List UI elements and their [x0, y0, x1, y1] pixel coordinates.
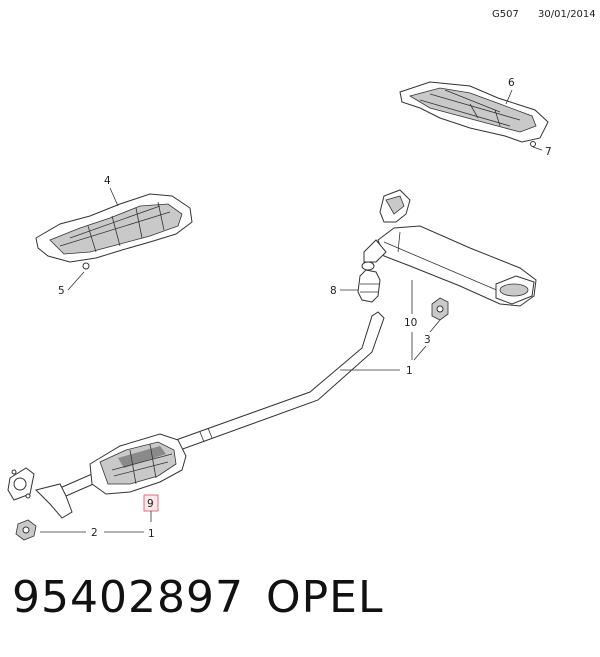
brand-name: OPEL [266, 572, 384, 623]
callout-1a: 1 [340, 365, 413, 377]
callout-6: 6 [505, 77, 515, 105]
callout-3-label: 3 [424, 334, 431, 346]
exhaust-pipe[interactable] [35, 311, 385, 519]
callout-2-label: 2 [91, 527, 98, 539]
diagram-code: G507 [492, 9, 519, 20]
front-flange[interactable] [7, 467, 35, 501]
rubber-hanger[interactable] [431, 297, 449, 321]
callout-9-label: 9 [147, 498, 154, 510]
callout-1b-label: 1 [148, 528, 155, 540]
callout-8-label: 8 [330, 285, 337, 297]
part-number: 95402897 [12, 572, 244, 623]
heat-shield-front[interactable] [35, 193, 193, 270]
diagram-date: 30/01/2014 [538, 9, 596, 20]
callout-5: 5 [58, 271, 85, 297]
callout-7-label: 7 [545, 146, 552, 158]
rear-muffler[interactable] [363, 189, 537, 307]
callout-3: 3 [413, 319, 441, 361]
callout-4: 4 [104, 175, 119, 207]
callout-1a-label: 1 [406, 365, 413, 377]
callout-9: 9 [143, 494, 159, 522]
callout-1b: 1 [148, 528, 155, 540]
callout-8: 8 [330, 285, 358, 297]
callout-2: 2 [40, 527, 144, 539]
callout-5-label: 5 [58, 285, 65, 297]
clamp[interactable] [357, 261, 381, 303]
callout-6-label: 6 [508, 77, 515, 89]
heat-shield-rear[interactable] [399, 81, 549, 147]
callout-10: 10 [404, 280, 417, 360]
callout-10-label: 10 [404, 317, 417, 329]
callout-7: 7 [532, 146, 552, 158]
front-muffler[interactable] [89, 433, 187, 495]
callout-4-label: 4 [104, 175, 111, 187]
nut[interactable] [15, 519, 37, 541]
